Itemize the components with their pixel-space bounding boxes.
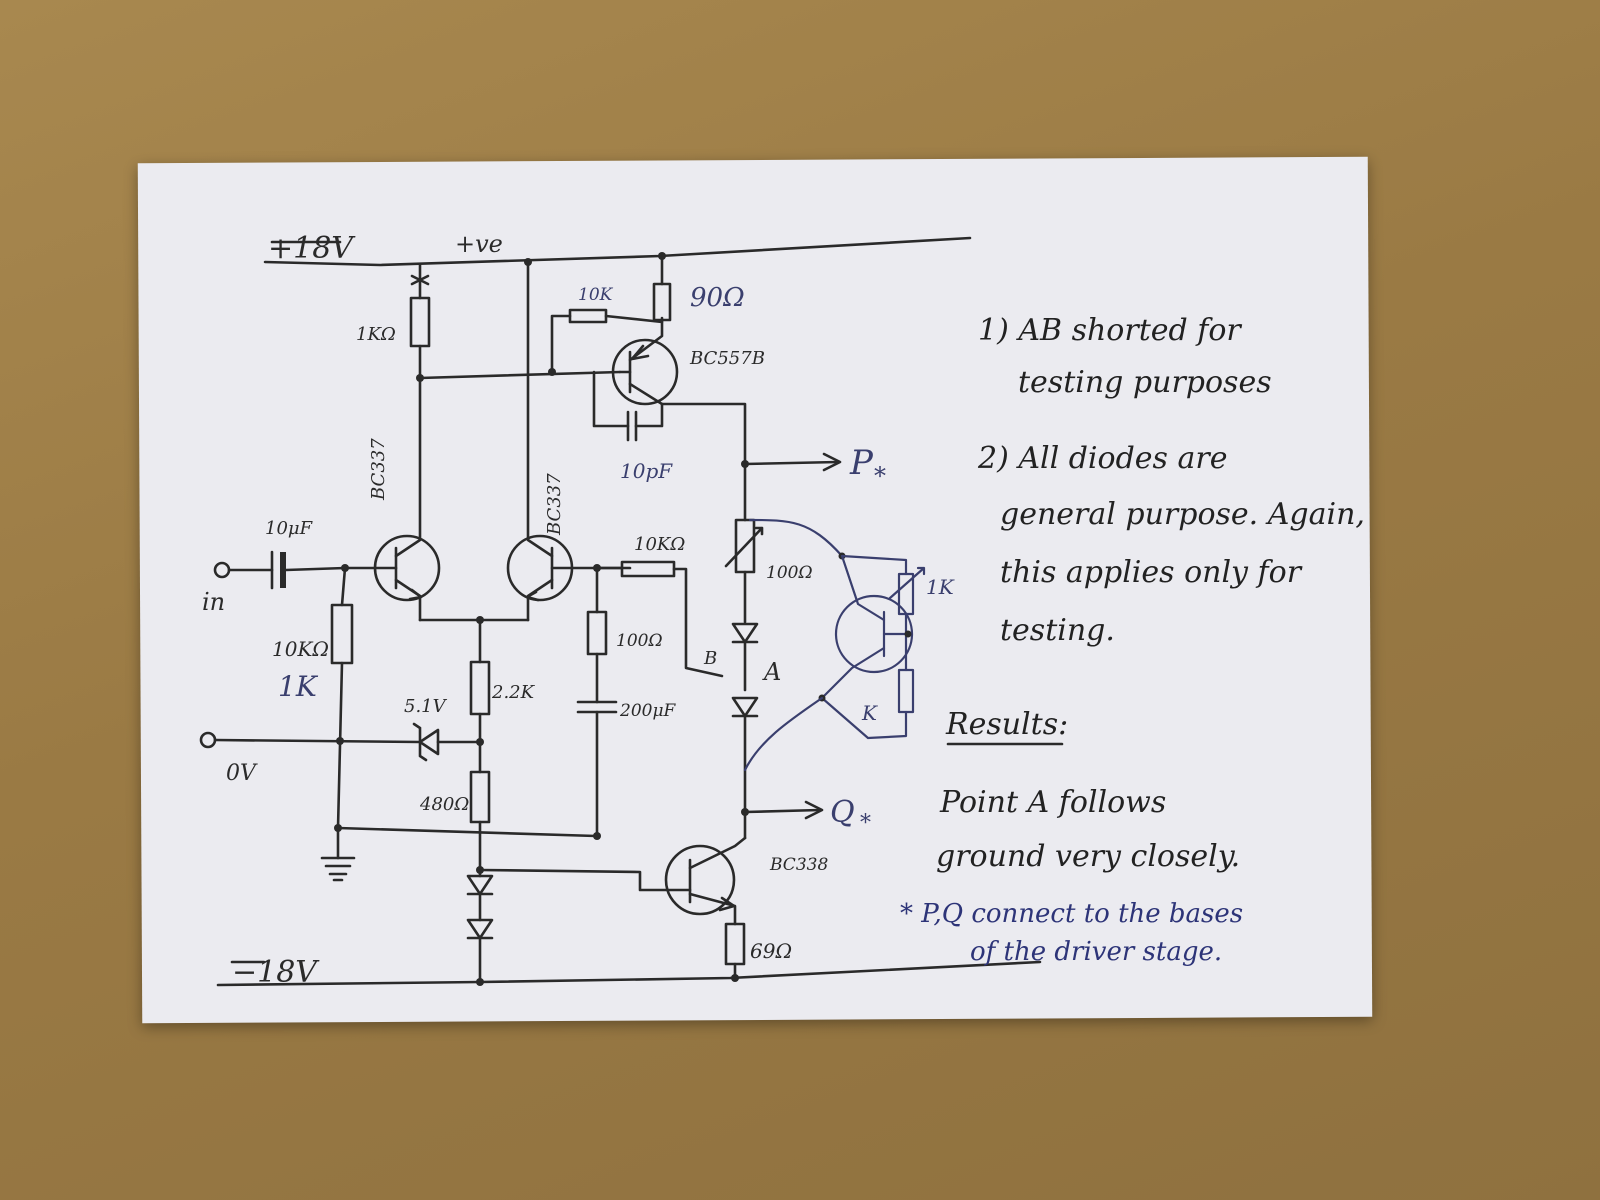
neg-supply-label: −18V: [232, 955, 320, 990]
notes-block: 1) AB shorted for testing purposes 2) Al…: [900, 313, 1365, 967]
negative-rail: [216, 960, 1042, 987]
node: [548, 368, 556, 376]
r-90: [652, 254, 672, 322]
node: [476, 738, 484, 746]
point-a-label: A: [762, 658, 781, 686]
q-bc557b: [611, 316, 679, 406]
q-asterisk: *: [860, 811, 871, 836]
node: [476, 978, 484, 986]
results-line-2: ground very closely.: [936, 839, 1240, 874]
r-10k-mid-label: 10KΩ: [634, 534, 685, 555]
zener-label: 5.1V: [404, 696, 448, 717]
pos-ve-label: +ve: [455, 230, 503, 258]
r-10k-input-label: 10KΩ: [272, 637, 329, 661]
wire-557-collector: [660, 402, 747, 522]
diode-a: [731, 622, 759, 692]
point-p-label: P: [849, 443, 874, 483]
diode-lower: [731, 696, 759, 840]
q-bc338: [664, 836, 747, 926]
r-90-label: 90Ω: [690, 283, 745, 313]
node: [731, 974, 739, 982]
r-480-label: 480Ω: [419, 794, 469, 815]
r-100-mid-label: 100Ω: [616, 631, 663, 651]
node: [334, 824, 342, 832]
c-10pf: [592, 370, 664, 442]
results-heading: Results:: [945, 707, 1068, 742]
r-69-label: 69Ω: [750, 939, 792, 963]
r-100-pot-label: 100Ω: [766, 563, 813, 583]
r-1k-vbe-label: 1K: [926, 575, 955, 599]
wire-base-338: [478, 868, 692, 892]
r-10k-feedback: [550, 308, 664, 374]
zener-diode: [412, 722, 482, 762]
r-100-mid: [586, 566, 608, 704]
note-1-line-1: 1) AB shorted for: [978, 313, 1242, 348]
node: [658, 252, 666, 260]
q-bc337-right-label: BC337: [544, 473, 565, 536]
c-10uf-label: 10μF: [265, 518, 314, 539]
node: [524, 258, 532, 266]
positive-rail: [263, 236, 972, 267]
note-1-line-2: testing purposes: [1018, 365, 1272, 400]
p-arrow: [743, 452, 842, 472]
r-k-vbe-label: K: [861, 701, 878, 725]
pq-note-line-1: * P,Q connect to the bases: [900, 899, 1243, 929]
ground-line: [320, 826, 598, 876]
r-1k-top: [409, 263, 431, 380]
diode-pair-bottom: [466, 868, 494, 984]
note-2-line-3: this applies only for: [1000, 555, 1303, 590]
wire-base-557: [418, 370, 622, 380]
pq-note-line-2: of the driver stage.: [970, 937, 1222, 967]
r-1k-top-label: 1KΩ: [356, 324, 396, 345]
note-2-line-4: testing.: [1000, 613, 1115, 648]
r-480: [469, 770, 491, 872]
zero-volt-port: [199, 731, 422, 749]
results-line-1: Point A follows: [939, 785, 1166, 820]
r-2-2k-label: 2.2K: [491, 682, 536, 703]
p-asterisk: *: [874, 462, 886, 490]
q-bc557b-label: BC557B: [689, 348, 765, 369]
q-bc337-right: [506, 260, 632, 622]
q-bc338-label: BC338: [769, 855, 828, 875]
r-2-2k: [469, 618, 491, 774]
note-2-line-1: 2) All diodes are: [977, 441, 1227, 476]
r-10k-fb-label: 10K: [578, 285, 614, 305]
point-b-label: B: [703, 648, 717, 669]
point-q-label: Q: [830, 795, 855, 830]
r-10k-mid: [595, 560, 724, 678]
c-10pf-label: 10pF: [620, 459, 673, 483]
vbe-multiplier: [743, 518, 926, 772]
c-200uf: [576, 700, 618, 838]
c-200uf-label: 200μF: [619, 701, 676, 721]
port-in-label: in: [202, 588, 225, 616]
r-100-pot: [724, 518, 764, 624]
r-input-bias: [330, 566, 354, 830]
q-bc337-left-label: BC337: [368, 438, 389, 501]
input-port: [213, 550, 347, 590]
r-69: [724, 922, 746, 980]
note-2-line-2: general purpose. Again,: [1000, 497, 1365, 532]
node: [593, 832, 601, 840]
q-arrow: [743, 800, 824, 820]
port-0v-label: 0V: [226, 761, 258, 786]
r-1k-input-label: 1K: [278, 670, 319, 703]
q-bc337-left: [343, 376, 441, 622]
node: [336, 737, 344, 745]
pos-supply-label: +18V: [268, 231, 356, 266]
